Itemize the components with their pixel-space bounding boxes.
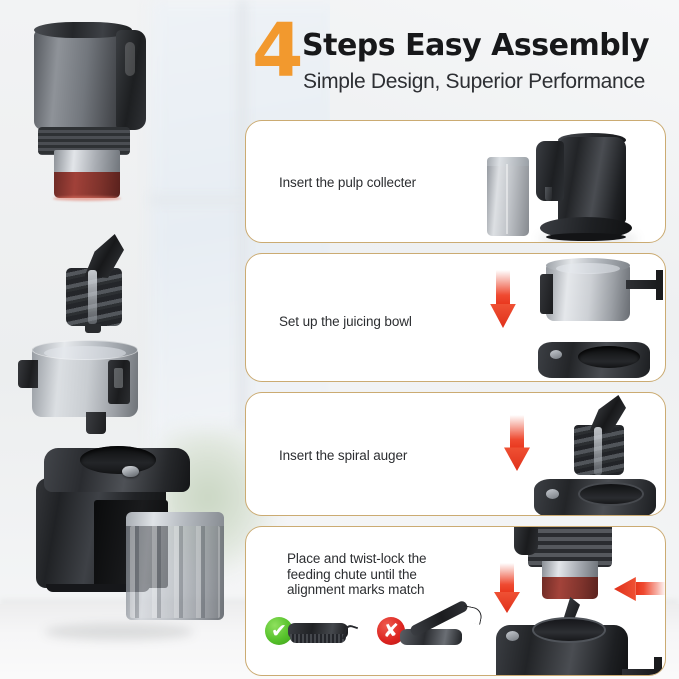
auger-highlight-graphic (594, 427, 602, 475)
chute-body (34, 30, 132, 130)
power-button[interactable] (122, 466, 139, 477)
step-2-illustration (476, 254, 665, 381)
header: 4 Steps Easy Assembly Simple Design, Sup… (252, 14, 672, 96)
machine-base-edge (546, 233, 626, 241)
feeding-chute-graphic (514, 527, 612, 623)
base-plate-pin (550, 350, 562, 359)
arrow-shaft (496, 270, 510, 305)
bowl-strainer (44, 346, 126, 360)
juicing-bowl-graphic (540, 258, 663, 324)
machine-body (558, 137, 626, 223)
bowl-strainer-graphic (556, 263, 620, 274)
page-title: Steps Easy Assembly (302, 28, 650, 63)
base-alignment-ring (532, 617, 606, 643)
bowl-left-clip (18, 360, 38, 388)
bowl-plate-pin (546, 489, 559, 499)
base-shadow (44, 624, 194, 640)
step-4-text-line-3: alignment marks match (287, 582, 425, 597)
chute-juice-reservoir (54, 172, 120, 198)
base-plate-socket (578, 346, 640, 368)
cup-rim (487, 157, 529, 166)
incorrect-cross-icon: ✘ (377, 617, 405, 645)
incorrect-assembly-illustration (400, 599, 496, 647)
arrow-head (504, 447, 530, 471)
step-3-text: Insert the spiral auger (279, 448, 408, 463)
base-spout-tip (654, 657, 662, 675)
step-card-4[interactable]: Place and twist-lock the feeding chute u… (245, 526, 666, 676)
base-spout-arm (622, 669, 660, 675)
bowl-latch (108, 360, 130, 404)
assembly-arrow-left-icon (614, 577, 665, 601)
chute-metal-graphic (542, 561, 598, 581)
correct-part-ribs (290, 634, 346, 643)
pulp-collector-cup (487, 157, 529, 237)
exploded-part-spiral-auger (52, 234, 142, 334)
chute-handle (116, 30, 146, 130)
pulp-collector-ribs (130, 526, 220, 618)
bowl-clip-graphic (540, 274, 553, 314)
step-card-3[interactable]: Insert the spiral auger (245, 392, 666, 516)
step-2-text: Set up the juicing bowl (279, 314, 412, 329)
cup-body (487, 162, 529, 236)
check-glyph: ✔ (271, 619, 287, 642)
step-1-illustration (484, 121, 665, 242)
assembly-arrow-down-icon (504, 415, 530, 471)
bowl-plate-socket (578, 482, 644, 506)
exploded-part-juicer-base (22, 446, 242, 648)
chute-lid (34, 22, 132, 38)
step-3-illustration (476, 393, 665, 515)
arrow-shaft (510, 415, 524, 449)
bowl-drive-foot (86, 412, 106, 434)
step-4-illustration (444, 527, 665, 675)
pulp-collector-body (126, 520, 224, 620)
chute-rings-graphic (528, 527, 612, 567)
spiral-auger-graphic (566, 395, 628, 479)
step-card-2[interactable]: Set up the juicing bowl (245, 253, 666, 382)
auger-shaft-stub (85, 324, 101, 333)
arrow-head (494, 592, 520, 613)
assembled-base-graphic (496, 617, 628, 675)
arrow-head (614, 577, 636, 601)
background-window-frame-vertical (238, 0, 247, 430)
chute-juice-graphic (542, 577, 598, 599)
arrow-head (490, 303, 516, 328)
pulp-collector-rim (126, 512, 224, 526)
base-drive-socket (80, 446, 156, 474)
correct-assembly-illustration (288, 623, 359, 645)
auger-highlight (88, 270, 97, 324)
step-count-number: 4 (252, 8, 303, 94)
step-4-text-line-1: Place and twist-lock the (287, 551, 427, 566)
exploded-part-pulp-collector (126, 512, 224, 622)
machine-spout (545, 187, 552, 201)
chute-handle-graphic (514, 527, 538, 555)
base-pin (506, 631, 519, 641)
cup-seam (506, 164, 508, 234)
arrow-shaft (635, 582, 665, 595)
bowl-spout-tip (656, 270, 663, 300)
juicing-bowl-plate-graphic (534, 479, 656, 515)
cross-glyph: ✘ (383, 619, 399, 642)
step-card-1[interactable]: Insert the pulp collecter (245, 120, 666, 243)
base-foot (46, 584, 150, 592)
step-4-text: Place and twist-lock the feeding chute u… (287, 551, 427, 598)
step-4-text-line-2: feeding chute until the (287, 566, 417, 582)
exploded-part-juicing-bowl (18, 340, 152, 440)
bowl-spout-arm (626, 280, 660, 289)
assembly-arrow-down-icon (490, 270, 516, 328)
arrow-shaft (500, 563, 514, 593)
page-subtitle: Simple Design, Superior Performance (303, 70, 645, 93)
assembly-arrow-down-icon (494, 563, 520, 613)
exploded-part-feeding-chute (28, 22, 148, 202)
step-1-text: Insert the pulp collecter (279, 175, 417, 190)
bowl-body-graphic (546, 265, 630, 321)
motor-base-plate-graphic (538, 342, 650, 378)
